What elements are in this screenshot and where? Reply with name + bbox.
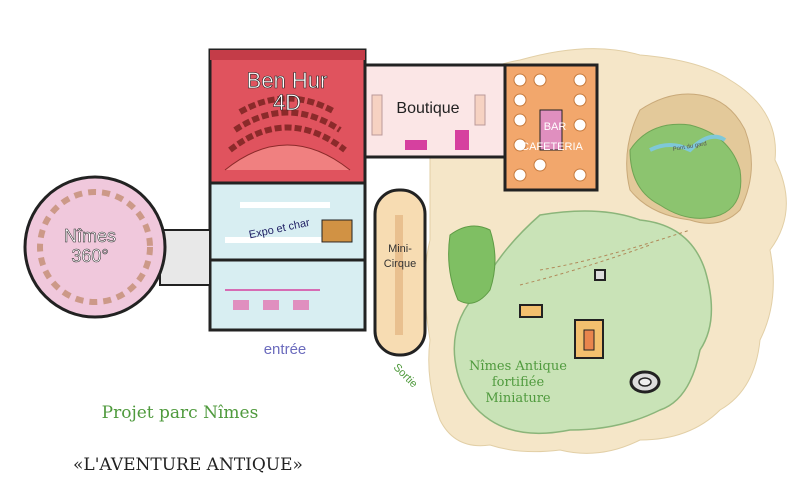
mini-cirque-track bbox=[395, 215, 403, 335]
path-dashed-2 bbox=[519, 244, 651, 286]
chariot bbox=[321, 219, 353, 243]
entrance-room bbox=[208, 258, 367, 332]
caisse-1 bbox=[405, 140, 427, 150]
small-field bbox=[448, 225, 496, 304]
ben-hur-sub: 4D bbox=[273, 90, 301, 115]
mini-cirque-label-2: Cirque bbox=[384, 258, 416, 270]
caisse-2 bbox=[455, 130, 469, 150]
miniature-label-1: Nîmes Antique bbox=[469, 359, 567, 374]
corridor bbox=[159, 229, 211, 286]
tower bbox=[594, 269, 606, 281]
maison-carree-inner bbox=[583, 329, 595, 351]
temple bbox=[519, 304, 543, 318]
entree-label: entrée bbox=[264, 341, 307, 358]
bar-label: BAR bbox=[544, 121, 567, 133]
path-dashed bbox=[539, 229, 691, 271]
nimes-360-inner bbox=[37, 189, 153, 305]
boutique-shelf-2 bbox=[474, 94, 486, 126]
bar-counter bbox=[539, 109, 563, 151]
sortie-label: Sortie bbox=[391, 361, 420, 390]
miniature-label-2: fortifiée bbox=[492, 375, 545, 390]
ticket-desk-2 bbox=[263, 300, 279, 310]
ben-hur-title: Ben Hur bbox=[247, 68, 328, 93]
arena-inner bbox=[638, 377, 652, 387]
seating-2 bbox=[228, 124, 347, 153]
boutique-label: Boutique bbox=[396, 100, 459, 117]
cafeteria-label: CAFETERIA bbox=[521, 141, 583, 153]
river bbox=[649, 134, 727, 153]
ticket-desk-3 bbox=[293, 300, 309, 310]
nimes-360-label: Nîmes bbox=[64, 226, 116, 246]
pont-du-gard-label: Pont du gard bbox=[672, 141, 707, 153]
seating-3 bbox=[233, 109, 342, 133]
mini-cirque-label-1: Mini- bbox=[388, 243, 412, 255]
ben-hur-strip bbox=[210, 50, 365, 60]
project-title: Projet parc Nîmes bbox=[102, 403, 259, 423]
seating-1 bbox=[224, 144, 351, 171]
cafe-tables bbox=[513, 73, 587, 182]
project-subtitle: «L'AVENTURE ANTIQUE» bbox=[73, 455, 303, 475]
miniature-label-3: Miniature bbox=[485, 391, 551, 406]
ticket-desk-1 bbox=[233, 300, 249, 310]
nimes-360-sub: 360° bbox=[71, 246, 108, 266]
boutique-shelf-1 bbox=[371, 94, 383, 136]
nimes-360-room bbox=[23, 175, 167, 319]
seating-4 bbox=[238, 95, 337, 115]
